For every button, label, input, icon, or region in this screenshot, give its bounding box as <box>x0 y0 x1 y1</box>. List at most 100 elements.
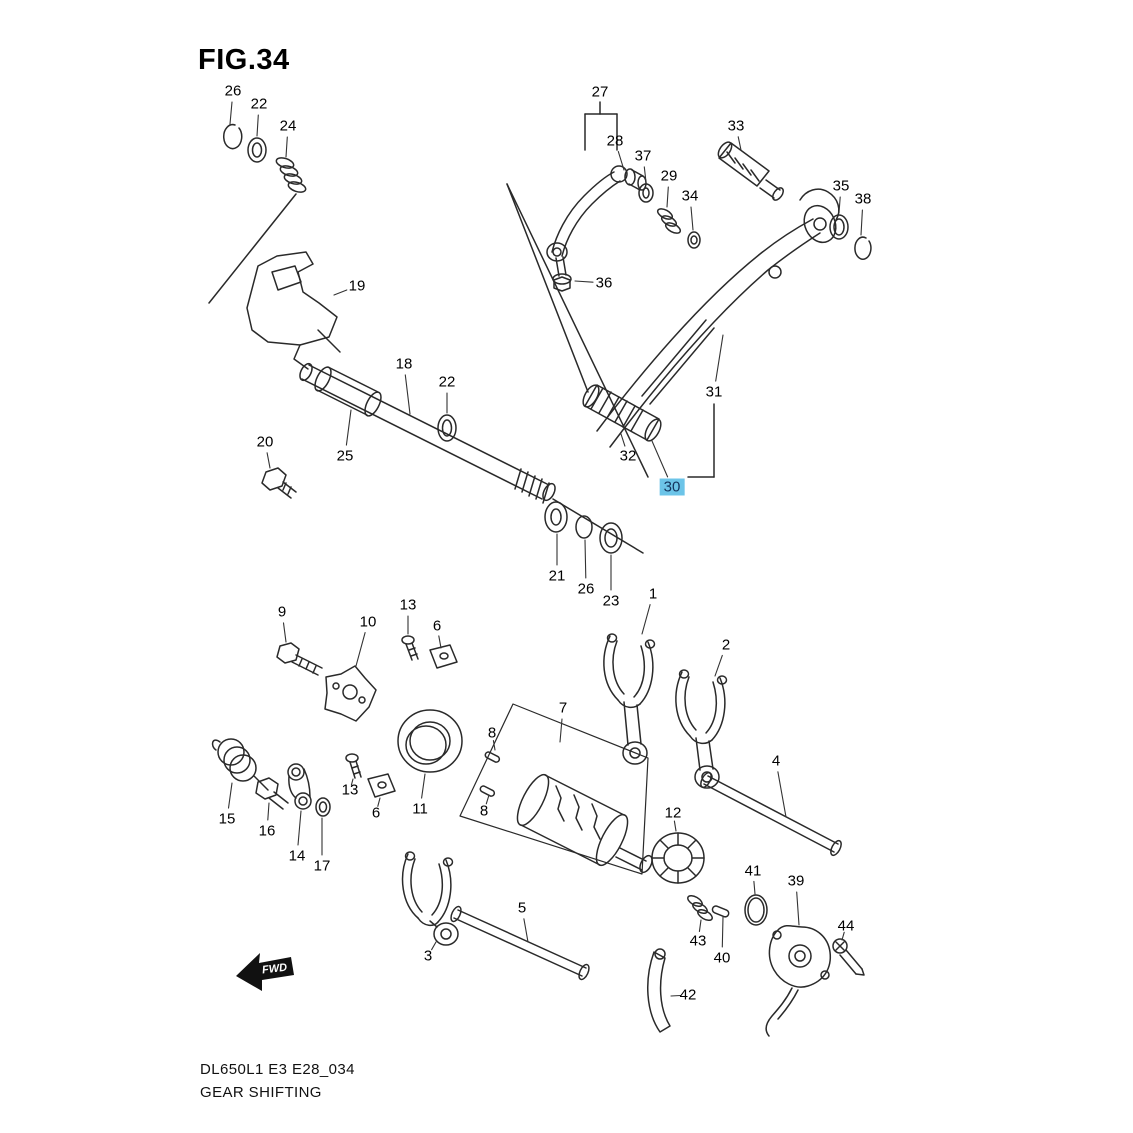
part-pin-8a <box>484 751 501 763</box>
callout-22: 22 <box>250 95 268 113</box>
part-washer-17 <box>315 797 331 817</box>
part-snap-ring-26 <box>223 123 243 150</box>
callout-6: 6 <box>432 617 442 635</box>
callout-14: 14 <box>288 847 306 865</box>
callout-2: 2 <box>721 636 731 654</box>
part-shaft-18 <box>299 362 556 504</box>
part-o-ring-41 <box>744 894 768 926</box>
callout-42: 42 <box>679 986 697 1004</box>
callout-11: 11 <box>412 800 428 818</box>
part-pin-40 <box>711 905 730 918</box>
callout-43: 43 <box>689 932 707 950</box>
part-stopper-42 <box>647 948 671 1033</box>
callout-30: 30 <box>659 478 685 496</box>
part-pivot-28 <box>624 168 647 191</box>
callout-10: 10 <box>359 613 377 631</box>
callout-35: 35 <box>832 177 850 195</box>
part-cam-plate-10 <box>324 665 377 722</box>
part-washer-22b <box>437 414 457 442</box>
part-screw-13b <box>345 753 362 779</box>
part-rod-33 <box>717 141 784 201</box>
callout-13: 13 <box>399 596 417 614</box>
callout-40: 40 <box>713 949 731 967</box>
part-washer-22 <box>247 137 267 163</box>
callout-44: 44 <box>837 917 855 935</box>
callout-16: 16 <box>258 822 276 840</box>
part-link-14 <box>287 763 312 810</box>
callout-37: 37 <box>634 147 652 165</box>
callout-7: 7 <box>558 699 568 717</box>
callout-26: 26 <box>224 82 242 100</box>
fwd-arrow: FWD <box>236 953 294 991</box>
callout-26: 26 <box>577 580 595 598</box>
callout-24: 24 <box>279 117 297 135</box>
callout-5: 5 <box>517 899 527 917</box>
callout-15: 15 <box>218 810 236 828</box>
callout-39: 39 <box>787 872 805 890</box>
part-snap-ring-38 <box>854 236 872 260</box>
callout-22: 22 <box>438 373 456 391</box>
part-switch-39 <box>765 924 832 1037</box>
part-bolt-20 <box>261 467 297 499</box>
callout-6: 6 <box>371 804 381 822</box>
callout-8: 8 <box>487 724 497 742</box>
callout-33: 33 <box>727 117 745 135</box>
callout-20: 20 <box>256 433 274 451</box>
part-ring-26b <box>575 515 593 539</box>
part-bolt-9 <box>276 642 323 676</box>
callout-12: 12 <box>664 804 682 822</box>
fwd-label: FWD <box>261 962 287 977</box>
callout-29: 29 <box>660 167 678 185</box>
figure-caption: GEAR SHIFTING <box>200 1084 322 1101</box>
figure-footer: DL650L1 E3 E28_034 GEAR SHIFTING <box>200 1058 355 1104</box>
part-washer-34 <box>687 231 701 249</box>
part-shift-fork-2 <box>675 669 728 789</box>
part-washer-37 <box>638 183 654 203</box>
part-spring-29 <box>656 208 682 234</box>
callout-17: 17 <box>313 857 331 875</box>
part-fork-shaft-4 <box>700 771 842 857</box>
callout-28: 28 <box>606 132 624 150</box>
part-bearing-11 <box>397 709 463 773</box>
part-plate-6b <box>367 773 396 798</box>
callout-13: 13 <box>341 781 359 799</box>
part-shift-fork-1 <box>603 633 656 765</box>
callout-4: 4 <box>771 752 781 770</box>
callout-18: 18 <box>395 355 413 373</box>
callout-1: 1 <box>648 585 658 603</box>
part-lever-27 <box>546 101 628 262</box>
callout-3: 3 <box>423 947 433 965</box>
part-spring-43 <box>687 894 713 922</box>
model-code: DL650L1 E3 E28_034 <box>200 1061 355 1078</box>
part-spring-24 <box>275 157 307 193</box>
callout-25: 25 <box>336 447 354 465</box>
callout-27: 27 <box>591 83 609 101</box>
part-bolt-16 <box>255 777 289 810</box>
figure-title: FIG.34 <box>198 44 290 76</box>
callout-36: 36 <box>595 274 613 292</box>
callout-34: 34 <box>681 187 699 205</box>
callout-41: 41 <box>744 862 762 880</box>
part-fork-shaft-5 <box>450 905 590 981</box>
part-cam-drum-7 <box>516 773 653 874</box>
part-shift-lever-31 <box>596 188 840 448</box>
callout-8: 8 <box>479 802 489 820</box>
part-bearing-12 <box>651 832 705 884</box>
callout-19: 19 <box>348 277 366 295</box>
part-screw-13a <box>401 635 419 661</box>
part-washer-21 <box>544 501 568 533</box>
callout-9: 9 <box>277 603 287 621</box>
part-pin-8b <box>479 785 496 797</box>
leader-lines <box>227 101 863 997</box>
part-washer-35 <box>829 214 849 240</box>
part-bearing-23 <box>599 522 623 554</box>
part-shift-fork-3 <box>401 851 459 946</box>
part-bracket-19 <box>246 251 341 370</box>
callout-23: 23 <box>602 592 620 610</box>
part-screw-44 <box>832 938 865 976</box>
callout-21: 21 <box>548 567 566 585</box>
part-spring-15 <box>211 738 269 791</box>
